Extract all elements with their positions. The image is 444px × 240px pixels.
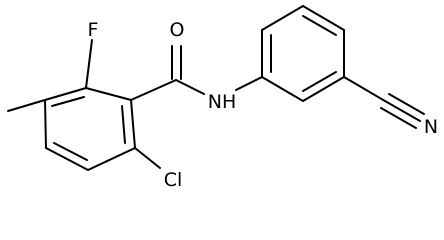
right-benzene-ring bbox=[261, 5, 345, 102]
bond-ring-nitrile-carbon bbox=[343, 76, 386, 102]
bond-ring-a-3 bbox=[87, 147, 136, 171]
atom-label-fluorine: F bbox=[88, 19, 99, 41]
bond-ring-a-4 bbox=[45, 147, 89, 171]
atom-label-chlorine: Cl bbox=[164, 169, 183, 191]
bond-ring-b-3-inner bbox=[302, 15, 337, 36]
bond-ring-b-3 bbox=[302, 5, 345, 31]
left-benzene-ring bbox=[44, 87, 136, 171]
atom-label-oxygen: O bbox=[170, 19, 185, 41]
atom-label-nitrile-n: N bbox=[424, 116, 438, 138]
bond-cn-2 bbox=[388, 93, 425, 115]
bond-c-f bbox=[85, 39, 93, 89]
bond-c-n bbox=[175, 79, 205, 95]
bond-ring-a-2 bbox=[130, 99, 136, 149]
bond-ring-a-6-inner bbox=[51, 96, 85, 107]
bond-ring-carbonyl bbox=[130, 79, 177, 101]
bond-ring-a-2-inner bbox=[121, 105, 126, 144]
bond-ring-a-5 bbox=[44, 99, 47, 149]
bond-n-ring bbox=[235, 76, 263, 91]
bond-c-cl bbox=[134, 147, 161, 169]
bond-cn-3 bbox=[380, 107, 417, 129]
bond-ring-a-4-inner bbox=[53, 142, 88, 161]
bond-methyl bbox=[7, 99, 46, 112]
bond-ring-b-5-inner bbox=[302, 71, 337, 92]
bond-ring-b-6 bbox=[261, 76, 304, 102]
chemical-structure-diagram: O F NH N Cl bbox=[7, 5, 438, 191]
bond-ring-a-6 bbox=[44, 87, 87, 101]
bond-ring-a-1 bbox=[85, 87, 132, 101]
bond-ring-b-5 bbox=[302, 76, 345, 102]
bond-cn-1 bbox=[384, 100, 421, 122]
bond-ring-b-2 bbox=[261, 5, 304, 31]
nitrile-triple-bond bbox=[380, 93, 425, 129]
atom-label-amide-nh: NH bbox=[208, 91, 237, 113]
